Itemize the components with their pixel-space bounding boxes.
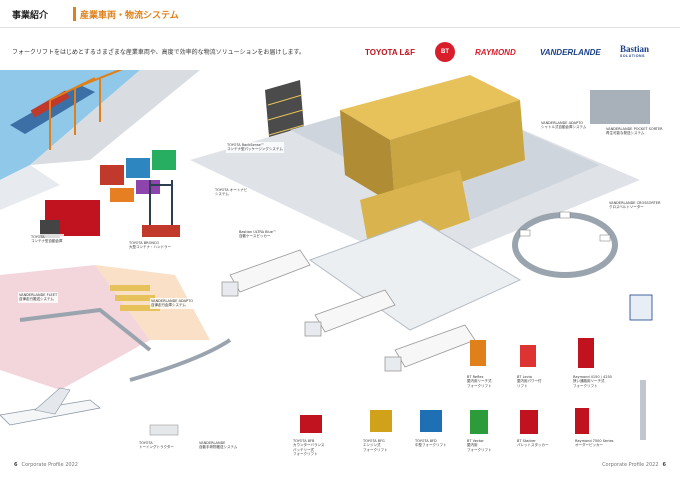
quay-edge [0, 165, 60, 210]
container-ship [10, 85, 95, 134]
brand-logos: TOYOTA L&F BT RAYMOND VANDERLANDE Bastia… [365, 42, 675, 68]
bastian-name: Bastian [620, 44, 650, 54]
towing-tractor [149, 424, 179, 436]
page-header: 事業紹介 産業車両・物流システム [0, 0, 680, 28]
side-product-2 [640, 380, 646, 440]
sorter-parcels [519, 211, 611, 242]
bt-logo: BT [435, 42, 455, 62]
trucks [221, 249, 476, 372]
baggage-conveyors [19, 307, 232, 382]
page-number-right: 6 [662, 462, 666, 468]
page-title: 産業車両・物流システム [80, 11, 179, 21]
handler-body [142, 225, 180, 237]
container-yard [100, 150, 176, 202]
warehouse-door [40, 220, 60, 238]
side-product-1 [629, 294, 653, 321]
section-label: 事業紹介 [12, 11, 49, 21]
photo-inset [590, 90, 650, 124]
page-number-left: 6 [14, 462, 18, 468]
airplane [0, 387, 101, 426]
forklift-row [300, 338, 594, 434]
lead-text: フォークリフトをはじめとするさまざまな産業車両や、高度で効率的な物流ソリューショ… [12, 49, 305, 56]
sea-area [0, 70, 140, 180]
vanderlande-logo: VANDERLANDE [540, 48, 601, 57]
title-accent-bar [73, 7, 76, 21]
rack-tower-shelves [267, 94, 305, 136]
fleet-racks [110, 285, 160, 311]
footer-label-right: Corporate Profile 2022 [602, 462, 659, 468]
crossbelt-sorter [512, 212, 618, 278]
callout-autonav: TOYOTA オートナビシステム [214, 187, 249, 198]
quay [30, 70, 200, 165]
footer-label-left: Corporate Profile 2022 [21, 462, 78, 468]
raymond-logo: RAYMOND [475, 48, 516, 57]
toyota-lf-logo: TOYOTA L&F [365, 48, 416, 57]
bastian-sub: SOLUTIONS [620, 54, 645, 58]
